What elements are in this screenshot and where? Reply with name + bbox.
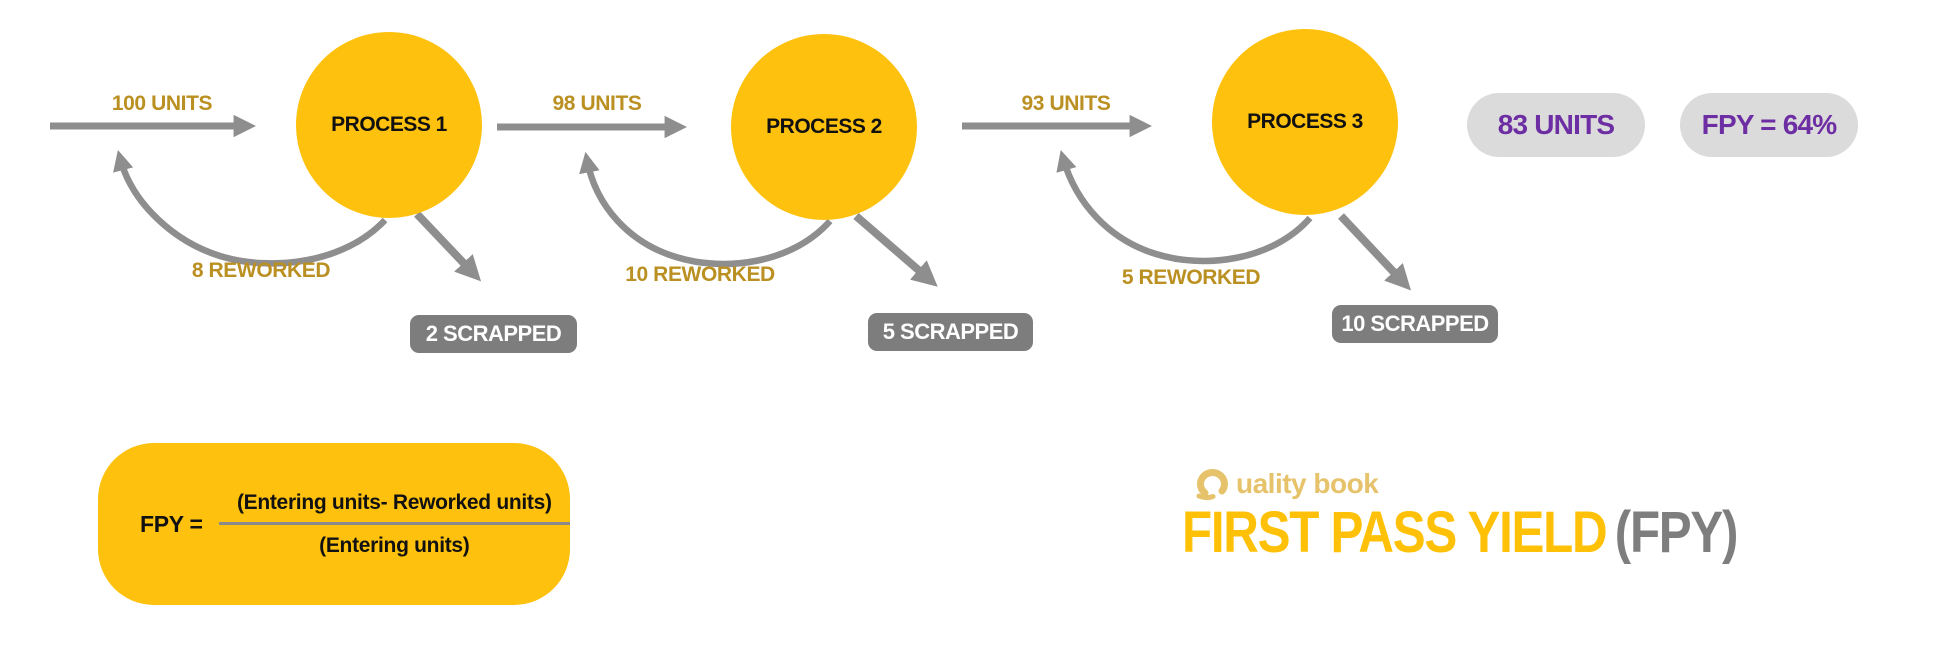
- rework-arrow-1: [113, 149, 388, 267]
- formula-denominator: (Entering units): [319, 533, 470, 557]
- formula-lhs: FPY =: [140, 510, 203, 537]
- units-in-label-1: 100 UNITS: [111, 92, 213, 115]
- scrapped-label-1: 2 SCRAPPED: [425, 321, 562, 346]
- scrap-arrow-3: [1338, 213, 1412, 291]
- rework-arrow-3: [1056, 149, 1313, 265]
- reworked-label-1: 8 REWORKED: [191, 259, 331, 282]
- process-2-circle: PROCESS 2: [731, 34, 917, 220]
- units-in-label-3: 93 UNITS: [1021, 92, 1111, 115]
- scrapped-label-2: 5 SCRAPPED: [882, 319, 1019, 344]
- quality-book-q-icon: [1192, 467, 1234, 506]
- title-suffix: (FPY): [1614, 500, 1739, 565]
- scrapped-label-3: 10 SCRAPPED: [1341, 311, 1489, 336]
- process-3-circle: PROCESS 3: [1212, 29, 1398, 215]
- logo-text: uality book: [1236, 468, 1379, 499]
- scrap-arrow-2: [853, 212, 938, 287]
- fraction-divider-line: [218, 521, 570, 525]
- scrapped-box-2: 5 SCRAPPED: [868, 313, 1033, 351]
- rework-arrow-2: [579, 151, 833, 268]
- process-3-label: PROCESS 3: [1247, 110, 1363, 133]
- fpy-formula-card: FPY = (Entering units- Reworked units) (…: [98, 443, 570, 605]
- quality-book-logo: uality book: [1192, 467, 1379, 506]
- process-2-label: PROCESS 2: [766, 115, 882, 138]
- scrapped-box-1: 2 SCRAPPED: [410, 315, 577, 353]
- units-in-label-2: 98 UNITS: [552, 92, 642, 115]
- fpy-result-value: FPY = 64%: [1701, 109, 1838, 140]
- fpy-result-pill: FPY = 64%: [1680, 93, 1858, 157]
- process-1-label: PROCESS 1: [331, 113, 447, 136]
- title-main: FIRST PASS YIELD: [1182, 500, 1608, 565]
- scrap-arrow-1: [414, 211, 482, 282]
- page-title: FIRST PASS YIELD(FPY): [1182, 504, 1738, 562]
- scrapped-box-3: 10 SCRAPPED: [1332, 305, 1498, 343]
- process-1-circle: PROCESS 1: [296, 32, 482, 218]
- formula-numerator: (Entering units- Reworked units): [236, 490, 552, 514]
- reworked-label-2: 10 REWORKED: [625, 263, 775, 286]
- reworked-label-3: 5 REWORKED: [1121, 266, 1261, 289]
- output-units-pill: 83 UNITS: [1467, 93, 1645, 157]
- output-units-value: 83 UNITS: [1497, 109, 1615, 140]
- formula-fraction: (Entering units- Reworked units) (Enteri…: [218, 490, 570, 558]
